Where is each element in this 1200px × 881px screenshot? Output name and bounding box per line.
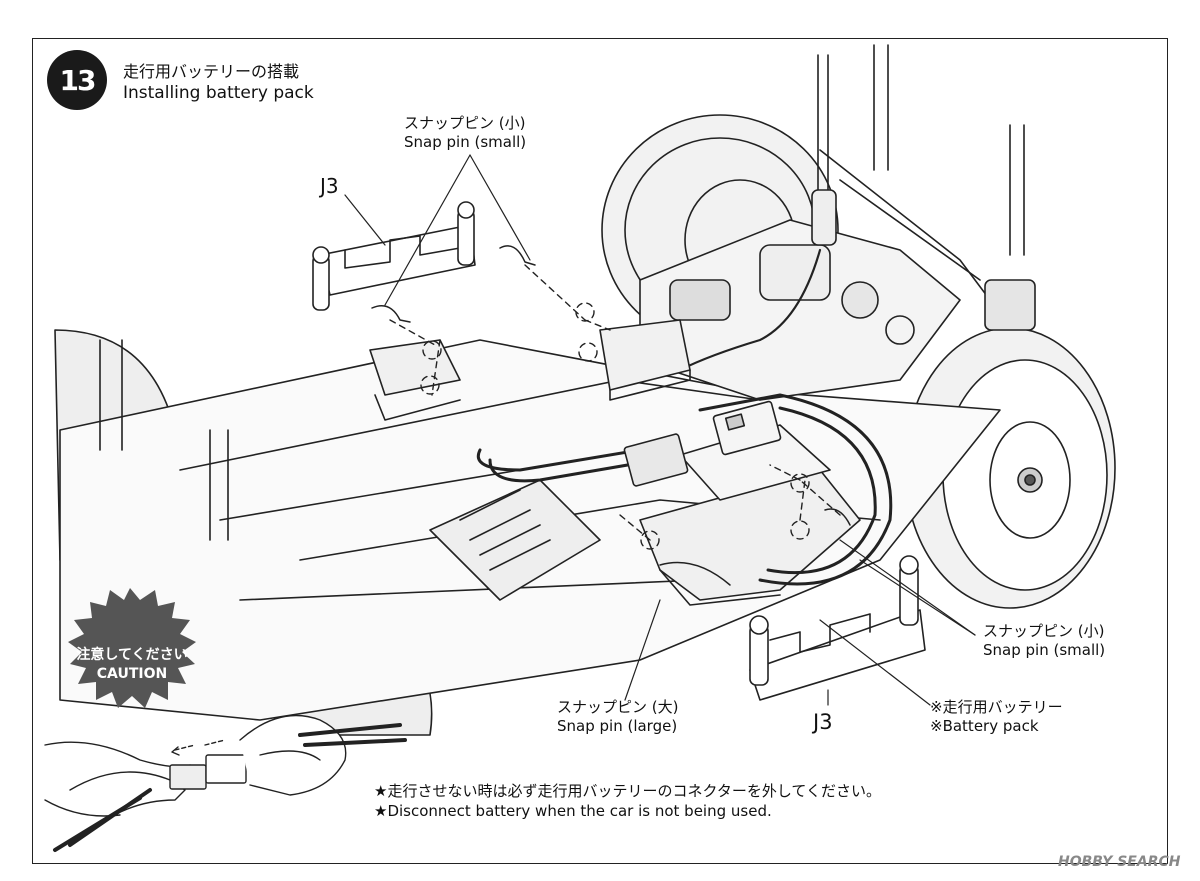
caution-label-ja: 注意してください <box>76 647 188 663</box>
step-title-ja: 走行用バッテリーの搭載 <box>123 62 300 81</box>
battery-pack-label-en: ※Battery pack <box>930 717 1039 735</box>
battery-connectors <box>623 400 782 487</box>
antenna-wire <box>678 248 822 372</box>
speed-controller <box>429 479 601 601</box>
snap-pin-small-top-label-ja: スナップピン (小) <box>404 114 526 132</box>
receiver-box <box>599 319 691 401</box>
watermark: HOBBY SEARCH <box>1058 854 1181 870</box>
assembly-arrows <box>389 264 841 550</box>
snap-pins <box>371 245 851 586</box>
step-title-en: Installing battery pack <box>123 83 314 103</box>
leader-lines <box>344 154 976 706</box>
caution-burst <box>68 588 196 708</box>
note-en: ★Disconnect battery when the car is not … <box>374 802 772 820</box>
j3-top-holder <box>312 201 476 311</box>
j3-bottom-label: J3 <box>813 710 833 734</box>
snap-pin-large-label-ja: スナップピン (大) <box>557 698 679 716</box>
upper-deck <box>639 149 991 401</box>
battery-pack <box>639 424 861 606</box>
caution-label-en: CAUTION <box>96 666 168 682</box>
battery-pack-label-ja: ※走行用バッテリー <box>930 698 1063 716</box>
battery-wires <box>476 393 893 586</box>
j3-bottom-holder <box>749 555 926 701</box>
snap-pin-large-label-en: Snap pin (large) <box>557 717 678 735</box>
j3-top-label: J3 <box>320 174 339 198</box>
snap-pin-small-top-label-en: Snap pin (small) <box>404 133 527 151</box>
step-badge <box>47 50 107 110</box>
step-number: 13 <box>59 64 97 97</box>
snap-pin-small-right-label-ja: スナップピン (小) <box>983 622 1105 640</box>
caution-hands-illustration <box>44 714 407 852</box>
note-ja: ★走行させない時は必ず走行用バッテリーのコネクターを外してください。 <box>374 782 881 800</box>
snap-pin-small-right-label-en: Snap pin (small) <box>983 641 1106 659</box>
antenna-and-posts <box>99 44 1036 541</box>
diagram-frame <box>32 38 1168 864</box>
